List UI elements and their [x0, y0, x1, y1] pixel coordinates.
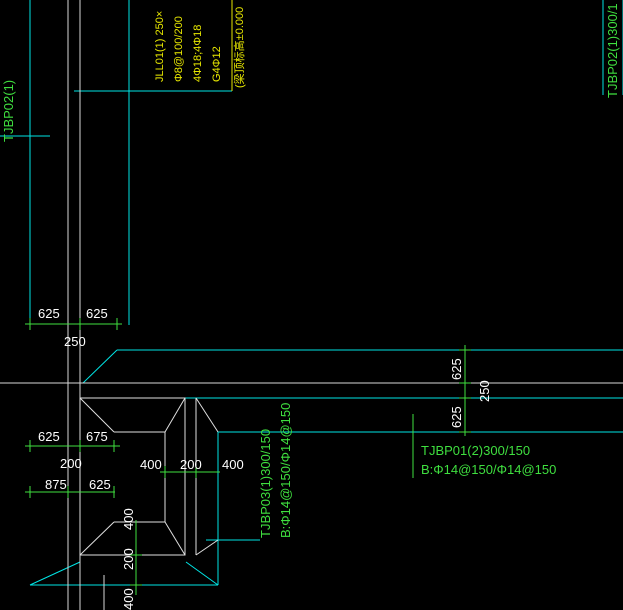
tjbp02-right-label[interactable]: TJBP02(1)300/1: [605, 3, 620, 98]
jll01-annotation[interactable]: JLL01(1) 250× Φ8@100/200 4Φ18;4Φ18 G4Φ12…: [154, 7, 246, 88]
tjbp01-line1: TJBP01(2)300/150: [421, 443, 530, 458]
jll01-line2: Φ8@100/200: [173, 16, 185, 82]
tjbp01-annotation[interactable]: TJBP01(2)300/150 B:Φ14@150/Φ14@150: [421, 443, 556, 477]
dim-mid-675: 675: [86, 429, 108, 444]
dim-bottom-400: 400: [121, 588, 136, 610]
dim-low-875: 875: [45, 477, 67, 492]
dimension-lines: [25, 318, 471, 595]
dim-top-625-left: 625: [38, 306, 60, 321]
beam-lines: [0, 0, 623, 586]
tjbp01-line2: B:Φ14@150/Φ14@150: [421, 462, 556, 477]
jll01-line3: 4Φ18;4Φ18: [192, 25, 204, 82]
tjbp02-left-label[interactable]: TJBP02(1): [1, 80, 16, 142]
dim-right-625-top: 625: [449, 358, 464, 380]
tjbp03-line2: B:Φ14@150/Φ14@150: [278, 403, 293, 538]
jll01-line1: JLL01(1) 250×: [154, 11, 166, 82]
dim-pit-200: 200: [180, 457, 202, 472]
dim-pit-400-right: 400: [222, 457, 244, 472]
jll01-line4: G4Φ12: [211, 46, 223, 82]
jll01-line5: (梁顶标高±0.000: [232, 7, 246, 88]
dim-pit-400-left: 400: [140, 457, 162, 472]
dim-top-625-right: 625: [86, 306, 108, 321]
tjbp03-annotation[interactable]: TJBP03(1)300/150 B:Φ14@150/Φ14@150: [258, 403, 293, 538]
dim-mid-625-left: 625: [38, 429, 60, 444]
dim-low-625: 625: [89, 477, 111, 492]
dim-bottom-200: 200: [121, 548, 136, 570]
dim-right-625-bottom: 625: [449, 406, 464, 428]
dim-pit-400-vertical: 400: [121, 508, 136, 530]
dim-right-250: 250: [477, 380, 492, 402]
dim-top-250: 250: [64, 334, 86, 349]
tjbp03-line1: TJBP03(1)300/150: [258, 429, 273, 538]
dim-mid-200: 200: [60, 456, 82, 471]
